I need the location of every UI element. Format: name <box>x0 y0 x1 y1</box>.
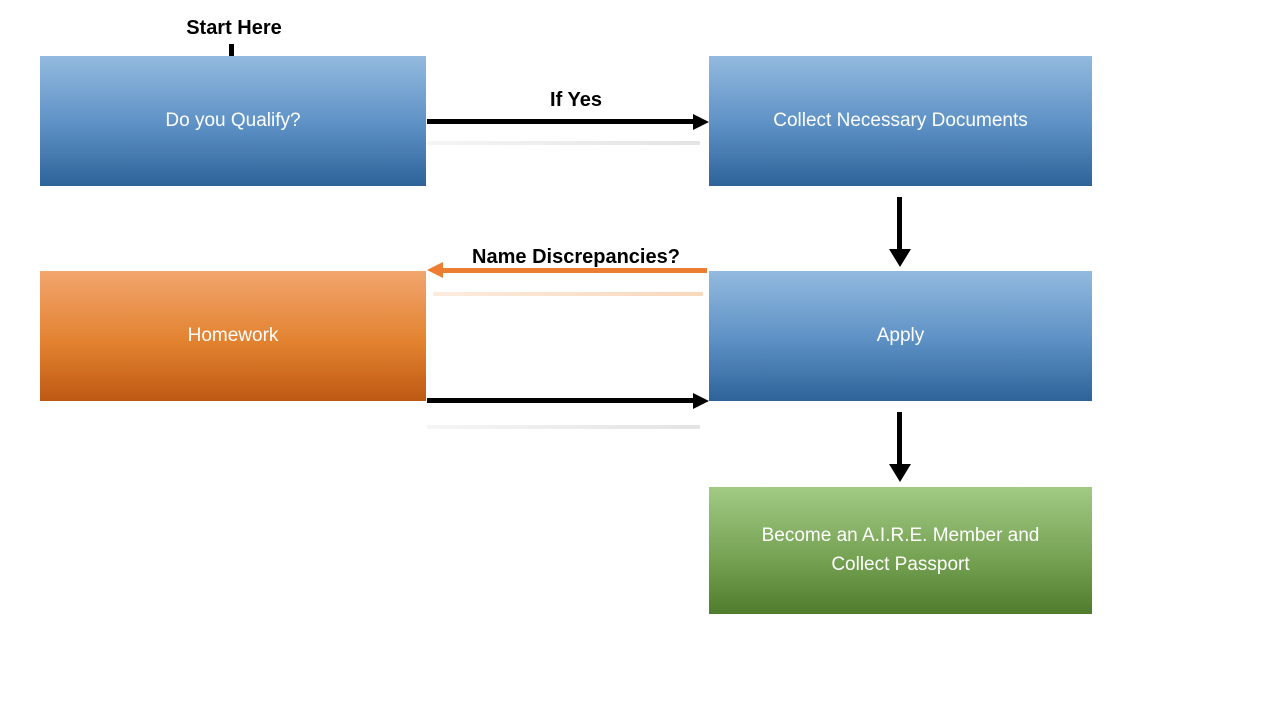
arrow-apply-to-member-shaft <box>897 412 902 464</box>
node-label: Become an A.I.R.E. Member and Collect Pa… <box>761 525 1040 575</box>
arrow-homework-to-apply-reflection <box>427 425 700 429</box>
node-label: Do you Qualify? <box>165 109 301 131</box>
arrow-if-yes-reflection <box>427 141 700 145</box>
arrow-name-discrepancies-shaft <box>443 268 707 273</box>
start-here-label: Start Here <box>186 17 282 39</box>
arrow-collect-to-apply-head-icon <box>889 249 911 267</box>
arrow-apply-to-member-head-icon <box>889 464 911 482</box>
name-discrepancies-label: Name Discrepancies? <box>472 246 680 268</box>
node-label: Apply <box>876 324 925 346</box>
start-arrow-stub <box>229 44 234 56</box>
arrow-name-discrepancies-head-icon <box>427 262 443 278</box>
if-yes-label: If Yes <box>550 89 602 111</box>
node-label: Homework <box>187 324 279 346</box>
arrow-homework-to-apply-head-icon <box>693 393 709 409</box>
arrow-collect-to-apply-shaft <box>897 197 902 249</box>
node-become-member: Become an A.I.R.E. Member and Collect Pa… <box>709 487 1092 614</box>
arrow-if-yes-shaft <box>427 119 693 124</box>
node-collect-necessary-documents: Collect Necessary Documents <box>709 56 1092 186</box>
node-apply: Apply <box>709 271 1092 401</box>
node-label: Collect Necessary Documents <box>773 109 1028 131</box>
node-do-you-qualify: Do you Qualify? <box>40 56 426 186</box>
arrow-if-yes-head-icon <box>693 114 709 130</box>
arrow-name-discrepancies-reflection <box>433 292 703 296</box>
arrow-homework-to-apply-shaft <box>427 398 693 403</box>
node-homework: Homework <box>40 271 426 401</box>
